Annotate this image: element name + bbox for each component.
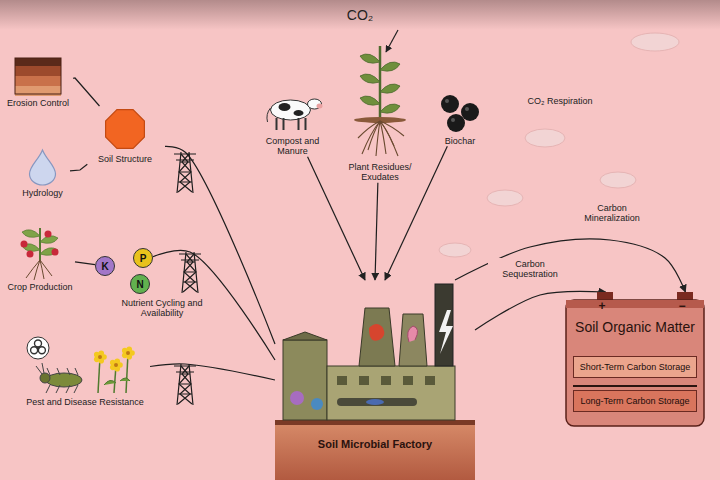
connector-arrow <box>375 183 378 280</box>
storage-label: Long-Term Carbon Storage <box>580 396 689 406</box>
cow-node: Compost and Manure <box>254 92 331 157</box>
connector-wire <box>70 164 87 171</box>
diagram-label: CO₂ <box>330 7 390 23</box>
drop-shape <box>15 148 70 186</box>
band-node: Short-Term Carbon Storage <box>573 356 697 378</box>
plant-icon <box>354 46 406 156</box>
nutrient-letter: K <box>101 261 108 272</box>
terminal-sign: + <box>596 300 608 314</box>
battery-body <box>566 300 704 426</box>
factory-node: Soil Microbial Factory <box>275 280 475 480</box>
pest-icon <box>27 337 135 393</box>
connector-wire <box>150 364 275 380</box>
drop-node: Hydrology <box>15 148 70 198</box>
soil-node: Erosion Control <box>3 56 73 108</box>
factory-title: Soil Microbial Factory <box>275 438 475 450</box>
storage-label: Short-Term Carbon Storage <box>580 362 691 372</box>
edge-label: Carbon Mineralization <box>570 202 654 225</box>
node-caption: Compost and Manure <box>254 136 331 157</box>
co2-band <box>0 0 720 30</box>
crop-node: Crop Production <box>5 222 75 292</box>
oct-shape <box>85 106 165 152</box>
diagram-label: CO₂ Respiration <box>515 96 605 106</box>
band-node: Long-Term Carbon Storage <box>573 390 697 412</box>
clouds <box>439 33 679 257</box>
factory-building <box>283 284 455 420</box>
node-caption: Crop Production <box>7 282 72 292</box>
soil-icon <box>15 58 61 96</box>
circle-node: P <box>133 248 153 268</box>
node-caption: Biochar <box>445 136 476 146</box>
terminal-sign: − <box>676 300 688 314</box>
oct-node: Soil Structure <box>85 106 165 164</box>
node-caption: Hydrology <box>22 188 63 198</box>
node-caption: Soil Structure <box>98 154 152 164</box>
co2-arrow <box>386 30 398 52</box>
circle-node: N <box>130 274 150 294</box>
crop-shape <box>5 222 75 280</box>
pylon <box>174 152 196 193</box>
connector-wire <box>73 78 99 106</box>
plant-shape <box>340 38 420 160</box>
char-node: Biochar <box>435 92 485 146</box>
pylon <box>179 252 201 293</box>
edge-label: Carbon Sequestration <box>488 258 572 281</box>
cow-icon <box>267 99 323 130</box>
nutrient-letter: P <box>140 253 147 264</box>
soil-strip <box>275 420 475 425</box>
node-caption: Erosion Control <box>7 98 69 108</box>
connector-arrow <box>308 157 365 280</box>
factory-shape <box>275 280 475 480</box>
plant-node: Plant Residues/ Exudates <box>339 38 421 183</box>
cow-shape <box>255 92 330 134</box>
char-shape <box>435 92 485 134</box>
pest-shape <box>20 335 150 395</box>
node-caption: Plant Residues/ Exudates <box>339 162 421 183</box>
pest-node: Pest and Disease Resistance <box>20 335 150 407</box>
connector-wire <box>75 262 95 265</box>
pylon <box>174 364 196 405</box>
drop-icon <box>30 150 56 185</box>
soil-shape <box>3 56 73 96</box>
battery-stripe <box>573 385 697 387</box>
nutrient-letter: N <box>136 279 143 290</box>
soil-band <box>275 420 475 480</box>
battery-title: Soil Organic Matter <box>565 292 705 335</box>
oct-icon <box>106 110 145 149</box>
crop-icon <box>21 228 59 280</box>
connector-arrow <box>455 239 685 292</box>
diagram-label: Nutrient Cycling and Availability <box>116 298 208 319</box>
node-caption: Pest and Disease Resistance <box>26 397 144 407</box>
circle-node: K <box>95 256 115 276</box>
char-icon <box>441 95 479 132</box>
